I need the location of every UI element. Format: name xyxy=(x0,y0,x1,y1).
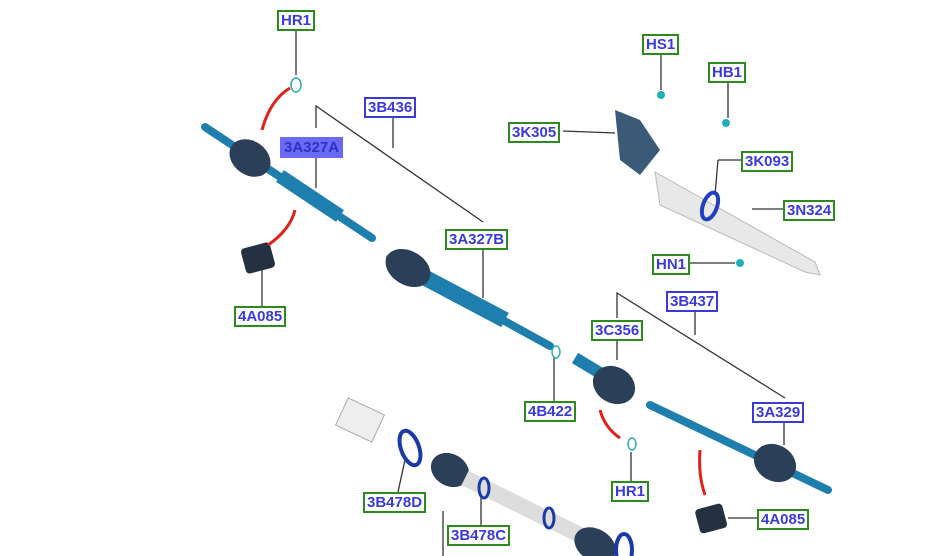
callout-3b437[interactable]: 3B437 xyxy=(666,291,719,312)
red-arrows xyxy=(260,86,707,496)
callout-3a327b[interactable]: 3A327B xyxy=(445,229,509,250)
callout-hs1[interactable]: HS1 xyxy=(642,34,680,55)
callout-hr1-bottom[interactable]: HR1 xyxy=(611,481,650,502)
callout-hb1[interactable]: HB1 xyxy=(708,62,747,83)
lower-shaft-assembly xyxy=(334,397,634,556)
callout-hr1-top[interactable]: HR1 xyxy=(277,10,316,31)
callout-4a085-left[interactable]: 4A085 xyxy=(234,306,287,327)
callout-3b478d[interactable]: 3B478D xyxy=(363,492,427,513)
callout-3b478c[interactable]: 3B478C xyxy=(447,525,511,546)
callout-hn1[interactable]: HN1 xyxy=(652,254,691,275)
callout-3a329[interactable]: 3A329 xyxy=(752,402,805,423)
callout-4b422[interactable]: 4B422 xyxy=(524,401,577,422)
callout-3b436[interactable]: 3B436 xyxy=(364,97,417,118)
leader-lines xyxy=(261,31,786,556)
callout-3k305[interactable]: 3K305 xyxy=(508,122,561,143)
left-shaft xyxy=(201,123,376,242)
callout-3c356[interactable]: 3C356 xyxy=(591,320,644,341)
callout-4a085-right[interactable]: 4A085 xyxy=(757,509,810,530)
small-parts xyxy=(241,77,727,534)
callout-3k093[interactable]: 3K093 xyxy=(741,151,794,172)
middle-shaft xyxy=(385,249,554,350)
callout-3a327a-selected[interactable]: 3A327A xyxy=(280,137,344,158)
right-shaft xyxy=(571,352,832,494)
callout-3n324[interactable]: 3N324 xyxy=(783,200,836,221)
bearing-bracket xyxy=(615,91,821,276)
